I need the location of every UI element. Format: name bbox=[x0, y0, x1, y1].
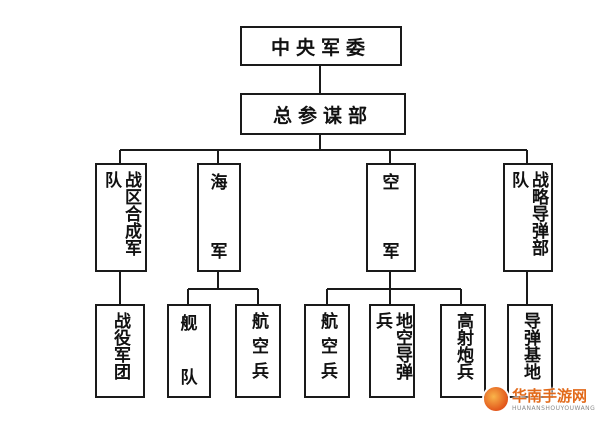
node-label-char: 军 bbox=[210, 242, 228, 262]
node-strategic-missile-forces: 战略导弹部队 bbox=[503, 163, 553, 272]
node-label-char: 海 bbox=[210, 173, 228, 193]
node-label: 战区合成军队 bbox=[101, 171, 141, 256]
node-label: 战略导弹部队 bbox=[508, 171, 548, 256]
node-air-aviation: 航空兵 bbox=[304, 304, 350, 398]
node-label-char: 队 bbox=[180, 368, 198, 388]
node-navy: 海 军 bbox=[197, 163, 241, 272]
node-label: 战役军团 bbox=[110, 312, 130, 380]
node-fleet: 舰 队 bbox=[167, 304, 211, 398]
node-label-char: 空 bbox=[382, 173, 400, 193]
node-general-staff: 总参谋部 bbox=[240, 93, 406, 135]
node-naval-aviation: 航空兵 bbox=[235, 304, 281, 398]
node-air-force: 空 军 bbox=[366, 163, 416, 272]
watermark-logo-icon bbox=[484, 387, 508, 411]
node-surface-to-air-missile: 地空导弹兵 bbox=[369, 304, 415, 398]
node-label-char: 舰 bbox=[180, 314, 198, 334]
node-theater-combined-forces: 战区合成军队 bbox=[95, 163, 147, 272]
node-campaign-corps: 战役军团 bbox=[95, 304, 145, 398]
node-label: 高射炮兵 bbox=[453, 312, 473, 380]
node-missile-base: 导弹基地 bbox=[507, 304, 553, 398]
node-label-char: 军 bbox=[382, 242, 400, 262]
node-central-military-commission: 中央军委 bbox=[240, 26, 402, 66]
node-label: 地空导弹兵 bbox=[372, 312, 412, 380]
site-watermark: 华南手游网 HUANANSHOUYOUWANG bbox=[482, 383, 604, 419]
node-label: 导弹基地 bbox=[520, 312, 540, 380]
node-label: 中央军委 bbox=[270, 36, 371, 59]
node-label: 总参谋部 bbox=[272, 104, 373, 127]
watermark-brand: 华南手游网 bbox=[512, 387, 588, 405]
watermark-url: HUANANSHOUYOUWANG bbox=[512, 405, 596, 412]
node-anti-aircraft-artillery: 高射炮兵 bbox=[440, 304, 486, 398]
node-label: 航空兵 bbox=[317, 312, 337, 387]
node-label: 航空兵 bbox=[248, 312, 268, 387]
